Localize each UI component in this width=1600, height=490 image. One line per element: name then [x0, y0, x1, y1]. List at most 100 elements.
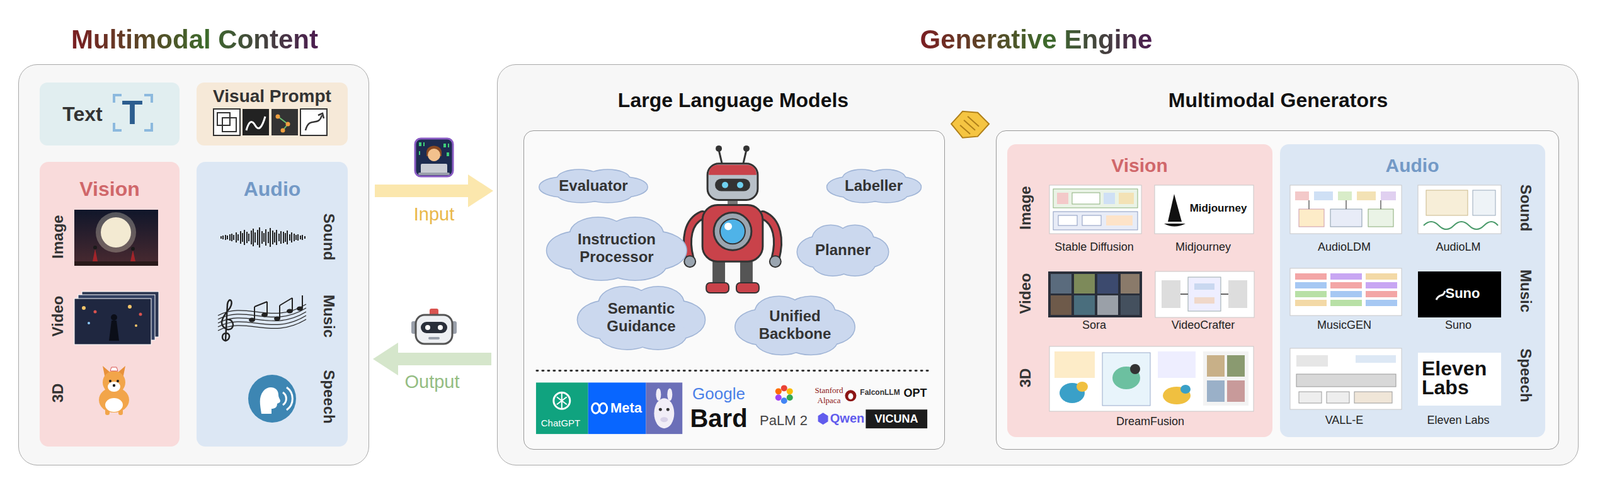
- llm-logos: [536, 382, 928, 435]
- llm-logos: [818, 412, 829, 425]
- sora-thumbnail: [1050, 274, 1072, 294]
- midjourney-thumbnail: [1167, 194, 1182, 222]
- audioldm-thumbnail: [1337, 191, 1352, 201]
- text-icon: [39, 82, 180, 146]
- musicgen-thumbnail: [1295, 299, 1327, 307]
- robot-figure: [707, 163, 758, 201]
- stable-diffusion-thumbnail: [1053, 188, 1138, 208]
- user-laptop-icon: [420, 163, 448, 174]
- image-sample: [92, 248, 136, 262]
- note-heads: [274, 316, 281, 322]
- audiolm-thumbnail: [1426, 190, 1468, 216]
- role-cloud: Semantic Guidance: [570, 282, 712, 353]
- audiolm-thumbnail: [1417, 185, 1502, 234]
- heading-text: Text: [62, 102, 103, 126]
- robot-figure: [736, 282, 760, 293]
- valle-thumbnail: [1290, 348, 1402, 410]
- musicgen-thumbnail: [1295, 282, 1327, 289]
- valle-thumbnail: [1354, 391, 1393, 404]
- sora-thumbnail: [1074, 295, 1095, 315]
- videocrafter-thumbnail: [1180, 293, 1229, 295]
- heading-text: Generative Engine: [920, 24, 1153, 55]
- robot-head-icon: [437, 325, 443, 331]
- visual-prompt-icons: [318, 113, 324, 119]
- stable-diffusion-thumbnail: [1057, 192, 1069, 205]
- video-sample: [127, 304, 132, 309]
- dreamfusion-thumbnail: [1203, 351, 1249, 406]
- logo-text: Bard: [689, 403, 748, 433]
- audioldm-thumbnail: [1356, 191, 1376, 201]
- robot-figure: [714, 178, 751, 192]
- dreamfusion-thumbnail: [1206, 380, 1225, 402]
- robot-figure: [740, 258, 753, 286]
- cloud-text: Evaluator: [558, 177, 628, 195]
- visual-prompt-icons: [222, 117, 237, 132]
- videocrafter-thumbnail: [1194, 297, 1215, 304]
- robot-figure: [715, 145, 722, 152]
- modality-label: Sound: [320, 213, 338, 261]
- waveform: [221, 227, 305, 248]
- modality-label: Speech: [1516, 348, 1535, 402]
- dreamfusion-thumbnail: [1102, 352, 1151, 406]
- dreamfusion-thumbnail: [1130, 364, 1141, 375]
- sora-thumbnail: [1120, 295, 1140, 315]
- suno-logo: [1417, 271, 1502, 318]
- logo-text: Meta: [610, 400, 642, 416]
- modality-label: 3D: [1016, 368, 1035, 389]
- robot-figure: [708, 165, 757, 176]
- modality-label: Music: [1516, 269, 1535, 313]
- musicgen-thumbnail: [1330, 299, 1362, 307]
- role-cloud: Unified Backbone: [728, 292, 862, 358]
- stable-diffusion-thumbnail: [1049, 185, 1142, 234]
- robot-head-icon: [415, 314, 453, 344]
- logo-text: VICUNA: [874, 412, 918, 426]
- sora-thumbnail: [1097, 274, 1119, 294]
- logo-text: OPT: [903, 386, 927, 400]
- flow-arrow: [374, 174, 494, 208]
- visual-prompt-box: Visual Prompt: [196, 82, 348, 146]
- robot-figure: [706, 282, 729, 293]
- suno-logo: [1436, 291, 1446, 300]
- llm-logos: [536, 382, 589, 435]
- heading-text: Vision: [79, 177, 140, 201]
- user-laptop-icon: [447, 143, 450, 148]
- model-caption: Midjourney: [1175, 240, 1231, 254]
- stable-diffusion-thumbnail: [1072, 192, 1100, 205]
- model-caption: AudioLM: [1435, 240, 1481, 254]
- llm-logos: [667, 388, 673, 401]
- edge-label: Input: [413, 204, 455, 225]
- model-caption: Eleven Labs: [1426, 413, 1490, 428]
- logo-text: Qwen: [830, 411, 865, 426]
- llm-logos: [781, 397, 788, 404]
- corgi-3d-sample: [108, 379, 112, 383]
- valle-thumbnail: [1296, 374, 1396, 387]
- image-sample: [74, 209, 159, 266]
- musicgen-thumbnail: [1330, 282, 1362, 289]
- llm-logos: [553, 392, 571, 409]
- llm-logos: [666, 408, 670, 412]
- musicgen-thumbnail: [1365, 291, 1398, 298]
- robot-figure: [769, 255, 782, 268]
- speech-icon: [282, 387, 293, 411]
- robot-figure: [721, 182, 729, 189]
- robot-figure: [713, 212, 752, 251]
- video-sample: [74, 291, 159, 345]
- visual-prompt-icons: [271, 108, 298, 136]
- role-cloud: Evaluator: [533, 167, 654, 205]
- video-sample: [74, 298, 152, 345]
- llm-logos: [865, 409, 928, 429]
- audioldm-thumbnail: [1295, 191, 1309, 201]
- image-sample: [74, 261, 159, 266]
- video-sample: [110, 314, 118, 321]
- dreamfusion-thumbnail: [1049, 346, 1254, 412]
- musicgen-thumbnail: [1295, 291, 1327, 298]
- llm-logos: [588, 382, 647, 435]
- image-sample: [95, 212, 137, 253]
- musicgen-thumbnail: [1365, 282, 1398, 289]
- role-cloud: Planner: [792, 221, 894, 279]
- valle-thumbnail: [1355, 355, 1396, 363]
- model-caption: Sora: [1082, 318, 1107, 332]
- sora-thumbnail: [1048, 271, 1143, 318]
- corgi-3d-sample: [110, 367, 118, 372]
- robot-figure: [702, 205, 763, 263]
